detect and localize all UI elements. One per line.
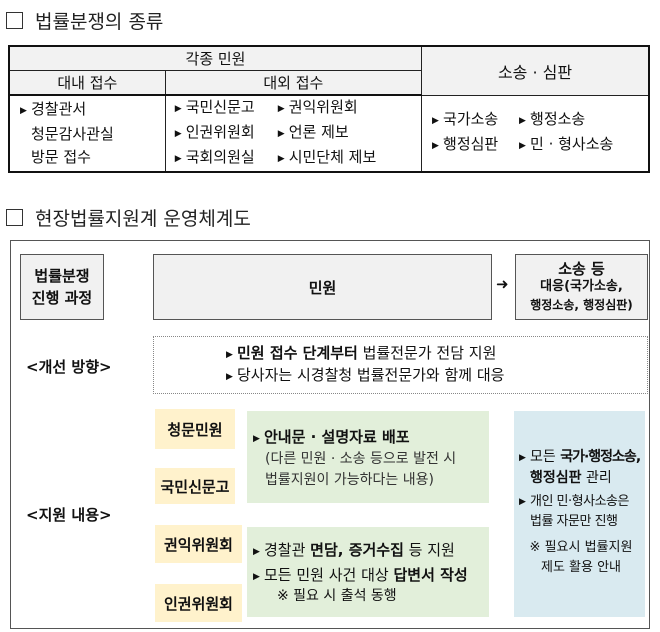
bullet-triangle-icon: ▶ (174, 104, 182, 114)
blue-item: ▶ 모든 국가·행정소송, 행정심판 관리 (519, 447, 641, 488)
support-bold: 답변서 작성 (393, 566, 468, 584)
litigation-line: 대응(국가소송, (540, 279, 623, 294)
improvement-text: 법률전문가 전담 지원 (357, 344, 497, 362)
support-text: 등 지원 (403, 541, 455, 559)
bullet-triangle-icon: ▶ (277, 154, 285, 164)
improvement-label: <개선 방향> (26, 358, 112, 376)
litigation-cell: ▶ 국가소송 ▶ 행정소송 ▶ 행정심판 ▶ 민 · 형사소송 (421, 94, 650, 173)
blue-text: 관리 (581, 470, 612, 486)
blue-box-litigation-management: ▶ 모든 국가·행정소송, 행정심판 관리 ▶ 개인 민·형사소송은 법률 자문만 … (514, 411, 645, 617)
list-item: 국회의원실 (185, 148, 255, 166)
process-label-box: 법률분쟁 진행 과정 (20, 254, 104, 320)
list-item: 국가소송 (443, 110, 499, 129)
bullet-triangle-icon: ▶ (253, 572, 260, 582)
bullet-triangle-icon: ▶ (519, 116, 526, 127)
bullet-triangle-icon: ▶ (432, 116, 439, 127)
section-title-text: 현장법률지원계 운영체계도 (35, 208, 251, 230)
blue-text: 개인 민·형사소송은 (530, 494, 629, 509)
bullet-triangle-icon: ▶ (519, 453, 526, 463)
bullet-triangle-icon: ▶ (174, 129, 182, 139)
process-label-line: 법률분쟁 (34, 267, 90, 285)
guidance-line: 법률지원이 가능하다는 내용) (265, 472, 434, 488)
bullet-triangle-icon: ▶ (20, 106, 27, 116)
improvement-item: ▶ 당사자는 시경찰청 법률전문가와 함께 대응 (226, 364, 504, 388)
section-title-operating-system: 현장법률지원계 운영체계도 (6, 204, 251, 231)
blue-bold: 행정심판 (530, 470, 582, 486)
bullet-triangle-icon: ▶ (226, 372, 233, 382)
bullet-triangle-icon: ▶ (226, 350, 233, 360)
process-label-line: 진행 과정 (31, 289, 93, 307)
list-item: 언론 제보 (288, 123, 349, 141)
section-title-text: 법률분쟁의 종류 (35, 11, 164, 33)
litigation-response-box: 소송 등 대응(국가소송, 행정소송, 행정심판) (515, 254, 648, 320)
channel-acrc: 권익위원회 (155, 525, 242, 563)
guidance-title-text: 안내문 · 설명자료 배포 (264, 428, 410, 446)
bullet-triangle-icon: ▶ (519, 497, 526, 507)
list-item: 행정심판 (443, 135, 499, 154)
list-item: 방문 접수 (31, 148, 91, 166)
section-title-dispute-types: 법률분쟁의 종류 (6, 7, 163, 34)
support-text: 경찰관 (264, 541, 311, 559)
guidance-line: (다른 민원 · 소송 등으로 발전 시 (265, 451, 457, 467)
bullet-triangle-icon: ▶ (432, 141, 439, 152)
diagram-frame (10, 240, 650, 629)
header-litigation: 소송 · 심판 (421, 45, 650, 96)
litigation-line: 행정소송, 행정심판) (530, 298, 633, 312)
guidance-title: ▶ 안내문 · 설명자료 배포 (253, 426, 410, 450)
internal-cell: ▶ 경찰관서 청문감사관실 방문 접수 (8, 94, 166, 173)
list-item: 시민단체 제보 (288, 148, 377, 166)
improvement-box: ▶ 민원 접수 단계부터 법률전문가 전담 지원 ▶ 당사자는 시경찰청 법률전문가… (153, 336, 648, 394)
bullet-triangle-icon: ▶ (174, 154, 182, 164)
bullet-triangle-icon: ▶ (277, 104, 285, 114)
bullet-triangle-icon: ▶ (253, 547, 260, 557)
list-item: 권익위원회 (288, 98, 358, 116)
header-various-complaints: 각종 민원 (8, 45, 423, 71)
support-label: <지원 내용> (26, 506, 112, 524)
blue-item: ▶ 개인 민·형사소송은 법률 자문만 진행 (519, 492, 629, 532)
bullet-triangle-icon: ▶ (277, 129, 285, 139)
header-external: 대외 접수 (164, 70, 423, 96)
support-item: ▶ 모든 민원 사건 대상 답변서 작성 (253, 564, 468, 588)
list-item: 국민신문고 (185, 98, 255, 116)
litigation-line: 소송 등 (558, 260, 605, 278)
blue-note: ※ 필요시 법률지원 제도 활용 안내 (522, 538, 640, 578)
channel-human-rights: 인권위원회 (155, 584, 242, 622)
improvement-text: 당사자는 시경찰청 법률전문가와 함께 대응 (237, 366, 505, 384)
list-item: 청문감사관실 (31, 125, 114, 143)
blue-bold: 국가·행정소송, (560, 449, 641, 465)
civil-complaint-label: 민원 (308, 278, 337, 297)
bullet-triangle-icon: ▶ (253, 434, 260, 444)
blue-note-line: 제도 활용 안내 (540, 560, 622, 575)
improvement-item: ▶ 민원 접수 단계부터 법률전문가 전담 지원 (226, 342, 496, 366)
support-note: ※ 필요 시 출석 동행 (277, 588, 397, 604)
checkbox-square-icon (6, 209, 23, 226)
bullet-triangle-icon: ▶ (519, 141, 526, 152)
list-item: 인권위원회 (185, 123, 255, 141)
header-internal: 대내 접수 (8, 70, 166, 96)
improvement-bold: 민원 접수 단계부터 (237, 344, 358, 362)
list-item: 행정소송 (530, 110, 586, 129)
channel-epeople: 국민신문고 (155, 468, 235, 504)
checkbox-square-icon (6, 12, 23, 29)
blue-note-line: ※ 필요시 법률지원 (529, 540, 633, 555)
civil-complaint-box: 민원 (153, 254, 492, 320)
support-item: ▶ 경찰관 면담, 증거수집 등 지원 (253, 539, 455, 563)
dispute-types-table: 각종 민원 소송 · 심판 대내 접수 대외 접수 ▶ 경찰관서 청문감사관실 방… (8, 45, 650, 173)
support-bold: 면담, 증거수집 (310, 541, 404, 559)
green-box-guidance: ▶ 안내문 · 설명자료 배포 (다른 민원 · 소송 등으로 발전 시 법률지원… (247, 411, 489, 503)
blue-text: 법률 자문만 진행 (530, 514, 618, 529)
arrow-right-icon: ➜ (496, 275, 509, 293)
external-cell: ▶국민신문고▶권익위원회 ▶인권위원회▶언론 제보 ▶국회의원실▶시민단체 제보 (164, 94, 423, 173)
channel-hearing-complaint: 청문민원 (155, 409, 235, 449)
support-text: 모든 민원 사건 대상 (264, 566, 394, 584)
list-item: 경찰관서 (31, 100, 87, 118)
blue-text: 모든 (530, 449, 561, 465)
list-item: 민 · 형사소송 (530, 135, 614, 154)
green-box-support: ▶ 경찰관 면담, 증거수집 등 지원 ▶ 모든 민원 사건 대상 답변서 작성 ※… (247, 527, 489, 617)
